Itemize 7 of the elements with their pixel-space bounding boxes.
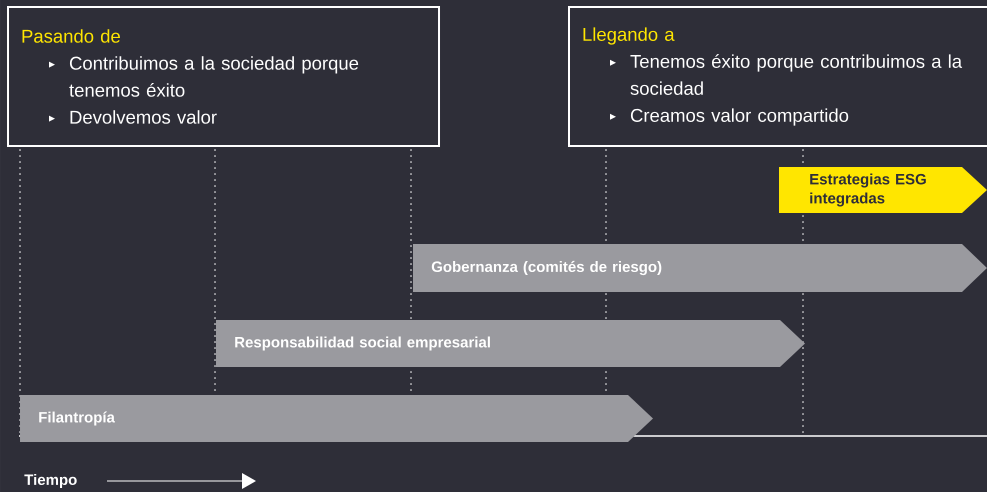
timeline-bar: Gobernanza (comités de riesgo) xyxy=(413,244,987,292)
axis-label: Tiempo xyxy=(24,474,77,488)
timeline-bar: Estrategias ESG integradas xyxy=(779,167,987,213)
timeline-bar: Filantropía xyxy=(20,395,653,442)
timeline-bar: Responsabilidad social empresarial xyxy=(216,320,805,367)
text-box: Pasando de Contribuimos a la sociedad porque tenemos éxito Devolvemos valor xyxy=(7,6,440,147)
text-box: Llegando a Tenemos éxito porque contribuimos a la sociedad Creamos valor compartido xyxy=(568,6,987,147)
